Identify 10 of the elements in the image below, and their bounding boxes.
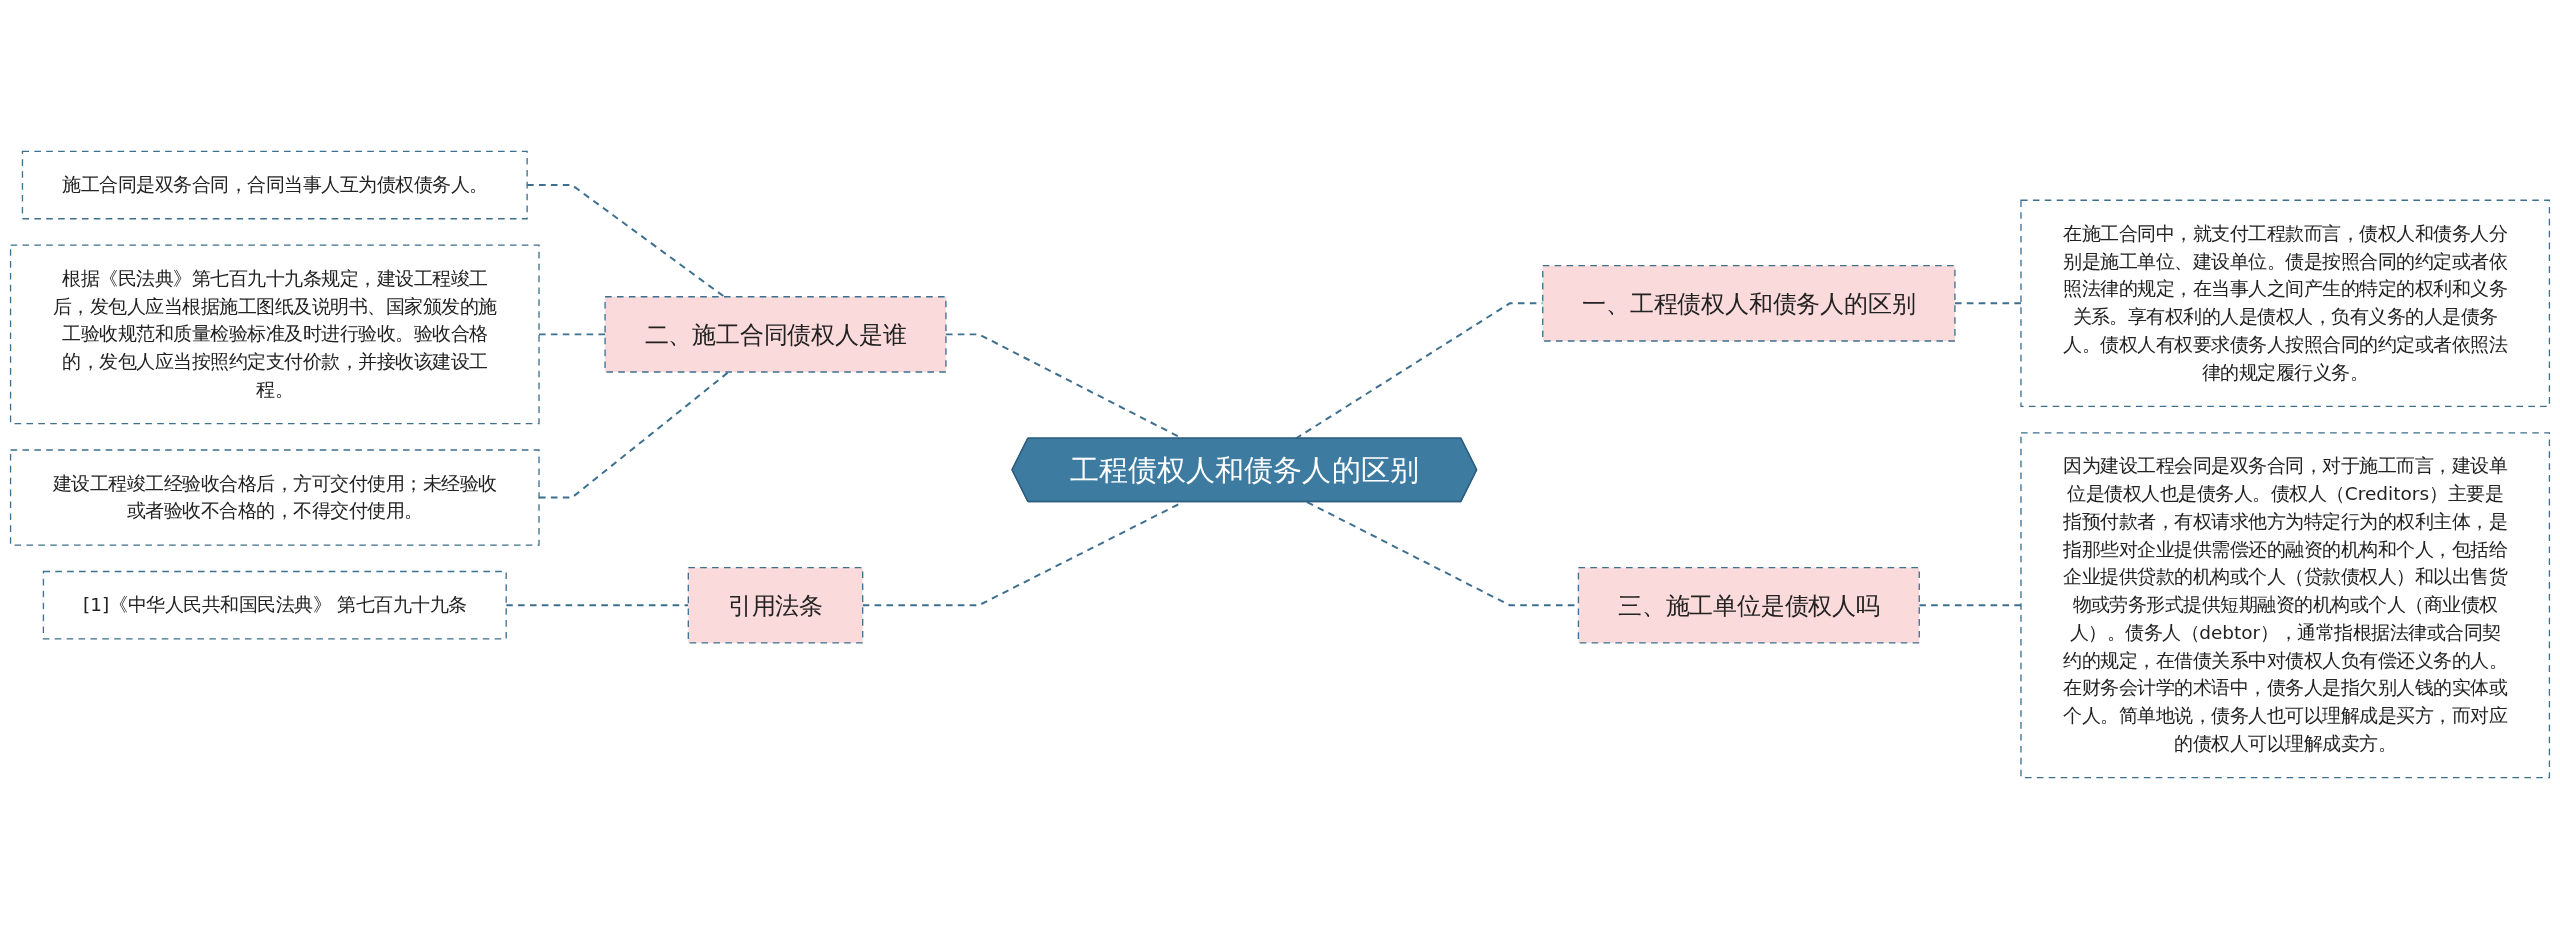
node-box: 二、施工合同债权人是谁 (604, 296, 947, 373)
node-box: 建设工程竣工经验收合格后，方可交付使用；未经验收或者验收不合格的，不得交付使用。 (9, 449, 540, 546)
node-box: 施工合同是双务合同，合同当事人互为债权债务人。 (21, 150, 528, 220)
node-box: 三、施工单位是债权人吗 (1577, 566, 1920, 644)
node-box: 一、工程债权人和债务人的区别 (1542, 265, 1956, 342)
node-box: 根据《民法典》第七百九十九条规定，建设工程竣工后，发包人应当根据施工图纸及说明书、国家颁发的施工验收规范和质量检验标准及时进行验收。验收合格的，发包人应当按照约定支付价款，并接收该建设工程。 (9, 244, 540, 425)
node-box: 因为建设工程会同是双务合同，对于施工而言，建设单位是债权人也是债务人。债权人（Creditors）主要是指预付款者，有权请求他方为特定行为的权利主体，是指那些对企业提供需偿还的融资的机构和个人，包括给企业提供贷款的机构或个人（贷款债权人）和以出售货物或劳务形式提供短期融资的机构或个人（商业债权人）。债务人（debtor），通常指根据法律或合同契约的规定，在借债关系中对债权人负有偿还义务的人。在财务会计学的术语中，债务人是指欠别人钱的实体或个人。简单地说，债务人也可以理解成是买方，而对应的债权人可以理解成卖方。 (2020, 432, 2551, 779)
node-box: [1]《中华人民共和国民法典》 第七百九十九条 (42, 570, 507, 640)
node-box: 引用法条 (687, 566, 864, 644)
node-box: 在施工合同中，就支付工程款而言，债权人和债务人分别是施工单位、建设单位。债是按照合同的约定或者依照法律的规定，在当事人之间产生的特定的权利和义务关系。享有权利的人是债权人，负有义务的人是债务人。债权人有权要求债务人按照合同的约定或者依照法律的规定履行义务。 (2020, 199, 2551, 408)
